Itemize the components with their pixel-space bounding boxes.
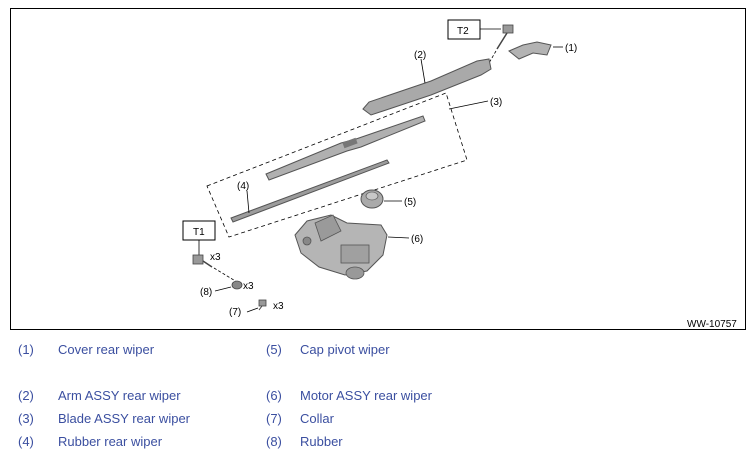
legend-number: (7): [266, 411, 282, 426]
reference-code: WW-10757: [687, 319, 737, 329]
legend-number: (8): [266, 434, 282, 449]
legend-number: (1): [18, 342, 34, 357]
arm-assy-rear-wiper-part: [362, 58, 492, 116]
torque-tag-t1-label: T1: [193, 227, 205, 238]
legend-number: (6): [266, 388, 282, 403]
legend-part-name: Cover rear wiper: [58, 342, 155, 357]
motor-assy-rear-wiper-part: [294, 214, 388, 280]
cap-pivot-wiper-part: [360, 189, 384, 209]
rubber-grommet-part: [231, 280, 243, 290]
torque-tag-t2-label: T2: [457, 26, 469, 37]
callout-1: (1): [565, 43, 577, 54]
bolt-icon: [192, 254, 238, 283]
rubber-rear-wiper-part: [230, 159, 390, 223]
legend-part-name: Arm ASSY rear wiper: [58, 388, 181, 403]
callout-5: (5): [404, 197, 416, 208]
legend-row: (1) Cover rear wiper (5) Cap pivot wiper: [12, 338, 432, 361]
blade-assy-group-outline: [206, 92, 468, 238]
legend-row: (3) Blade ASSY rear wiper (7) Collar: [12, 407, 432, 430]
torque-tag-t2: [447, 19, 481, 40]
legend-part-name: Collar: [300, 411, 334, 426]
legend-part-name: Cap pivot wiper: [300, 342, 390, 357]
collar-quantity: x3: [273, 301, 284, 312]
legend-part-name: Rubber: [300, 434, 343, 449]
legend-part-name: Blade ASSY rear wiper: [58, 411, 190, 426]
legend-row: (2) Arm ASSY rear wiper (6) Motor ASSY r…: [12, 384, 432, 407]
callout-3: (3): [490, 97, 502, 108]
bolt-quantity: x3: [210, 252, 221, 263]
t2-nut-icon: [488, 24, 514, 64]
callout-8: (8): [200, 287, 212, 298]
callout-4: (4): [237, 181, 249, 192]
cover-rear-wiper-part: [508, 41, 552, 60]
legend-part-name: Rubber rear wiper: [58, 434, 163, 449]
callout-6: (6): [411, 234, 423, 245]
parts-legend: (1) Cover rear wiper (5) Cap pivot wiper…: [12, 338, 432, 453]
collar-part: [258, 299, 267, 311]
blade-assy-rear-wiper-part: [265, 115, 426, 181]
legend-number: (3): [18, 411, 34, 426]
rubber-quantity: x3: [243, 281, 254, 292]
legend-row: (4) Rubber rear wiper (8) Rubber: [12, 430, 432, 453]
callout-7: (7): [229, 307, 241, 318]
exploded-parts-diagram: (1) T2 (2) (3) (4) (5): [10, 8, 746, 330]
legend-number: (4): [18, 434, 34, 449]
legend-number: (2): [18, 388, 34, 403]
callout-2: (2): [414, 50, 426, 61]
legend-number: (5): [266, 342, 282, 357]
legend-part-name: Motor ASSY rear wiper: [300, 388, 432, 403]
